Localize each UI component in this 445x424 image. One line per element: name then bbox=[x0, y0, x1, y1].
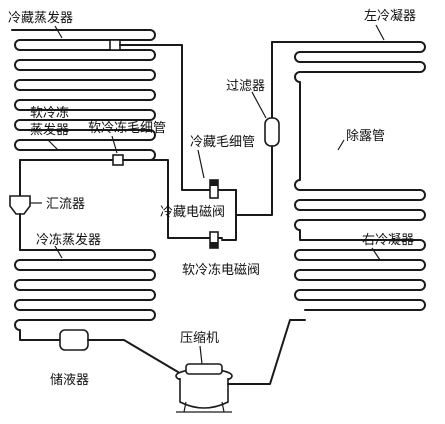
label-fridge-capillary: 冷藏毛细管 bbox=[190, 135, 255, 150]
leader-line bbox=[47, 139, 59, 151]
leader-line bbox=[54, 25, 63, 39]
accumulator-icon bbox=[59, 329, 89, 351]
leader-line bbox=[197, 149, 205, 179]
label-freezer-evaporator: 冷冻蒸发器 bbox=[36, 232, 101, 248]
label-filter: 过滤器 bbox=[226, 79, 265, 94]
leader-line bbox=[251, 91, 267, 119]
solenoid-valve-icon bbox=[205, 179, 223, 199]
label-soft-freeze-evaporator-1: 软冷冻 bbox=[30, 105, 69, 121]
compressor-icon bbox=[175, 363, 233, 413]
label-accumulator: 储液器 bbox=[50, 373, 89, 388]
label-soft-freeze-solenoid-valve: 软冷冻电磁阀 bbox=[182, 262, 260, 278]
label-soft-freeze-capillary: 软冷冻毛细管 bbox=[88, 120, 166, 136]
suction-pipe bbox=[87, 339, 179, 373]
leader-line bbox=[111, 135, 118, 154]
collector-icon bbox=[9, 195, 31, 215]
leader-line bbox=[54, 245, 63, 259]
discharge-pipe bbox=[227, 319, 306, 385]
label-anti-dew-pipe: 除露管 bbox=[346, 129, 385, 144]
accumulator-inlet-pipe bbox=[14, 319, 61, 341]
capillary-joint-icon bbox=[112, 154, 124, 166]
fridge-evaporator-coil bbox=[14, 29, 156, 81]
leader-line bbox=[375, 24, 385, 41]
label-compressor: 压缩机 bbox=[180, 330, 219, 346]
label-collector: 汇流器 bbox=[46, 197, 85, 212]
valve-manifold-pipe bbox=[221, 189, 237, 241]
label-right-condenser: 右冷凝器 bbox=[362, 232, 414, 248]
filter-to-valves-pipe bbox=[235, 145, 273, 216]
label-fridge-evaporator: 冷藏蒸发器 bbox=[8, 10, 73, 26]
anti-dew-pipe bbox=[294, 71, 426, 221]
soft-freeze-capillary-pipe bbox=[122, 159, 207, 239]
leader-line bbox=[337, 139, 345, 151]
filter-icon bbox=[264, 117, 280, 147]
left-condenser-coil bbox=[271, 41, 426, 73]
leader-line bbox=[199, 345, 203, 365]
label-soft-freeze-evaporator-2: 蒸发器 bbox=[30, 122, 69, 138]
capillary-joint-icon bbox=[109, 39, 121, 51]
freezer-evaporator-coil bbox=[14, 249, 156, 321]
right-condenser-coil bbox=[294, 219, 426, 311]
solenoid-valve-icon bbox=[205, 231, 223, 249]
soft-freeze-evaporator-coil bbox=[14, 89, 156, 161]
label-left-condenser: 左冷凝器 bbox=[364, 8, 416, 24]
evaporator-return-pipe bbox=[14, 79, 21, 91]
leader-line bbox=[371, 247, 381, 261]
label-fridge-solenoid-valve: 冷藏电磁阀 bbox=[160, 205, 225, 220]
fridge-capillary-pipe bbox=[119, 44, 207, 191]
